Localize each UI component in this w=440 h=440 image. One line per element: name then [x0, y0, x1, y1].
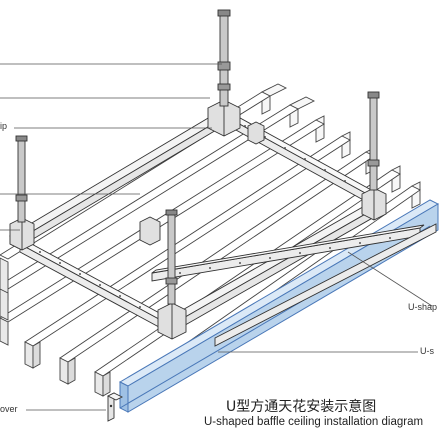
baffle-end-left-2 — [0, 288, 9, 321]
hanger-clip-4 — [157, 302, 187, 340]
hanger-clip-5 — [247, 121, 265, 145]
label-cover: over — [0, 404, 18, 414]
diagram-title-en: U-shaped baffle ceiling installation dia… — [204, 416, 424, 428]
carrier-channels — [9, 107, 384, 333]
end-cover — [106, 392, 124, 422]
hanger-clip-6 — [139, 216, 161, 246]
cross-connectors — [19, 112, 437, 347]
hanger-clip-2 — [9, 217, 35, 251]
cross-connector-4 — [214, 223, 437, 347]
carrier-channel-back — [9, 107, 234, 249]
callout-line-u-shape-1 — [347, 251, 433, 307]
suspension-rod-4 — [165, 209, 178, 305]
suspension-rod-2 — [15, 135, 28, 223]
label-clip: ip — [0, 121, 8, 131]
suspension-rod-3 — [367, 91, 380, 191]
cross-connector-1 — [19, 240, 177, 334]
diagram-title-cn: U型方通天花安装示意图 — [226, 399, 377, 415]
suspension-rod-1 — [217, 9, 231, 107]
callout-lines — [0, 63, 433, 411]
label-u-shape-1: U-shap — [408, 302, 438, 312]
label-u-shape-2: U-s — [420, 346, 434, 356]
suspension-rods — [15, 9, 380, 305]
hanger-clip-3 — [361, 187, 387, 221]
perforation-dots — [39, 125, 391, 308]
